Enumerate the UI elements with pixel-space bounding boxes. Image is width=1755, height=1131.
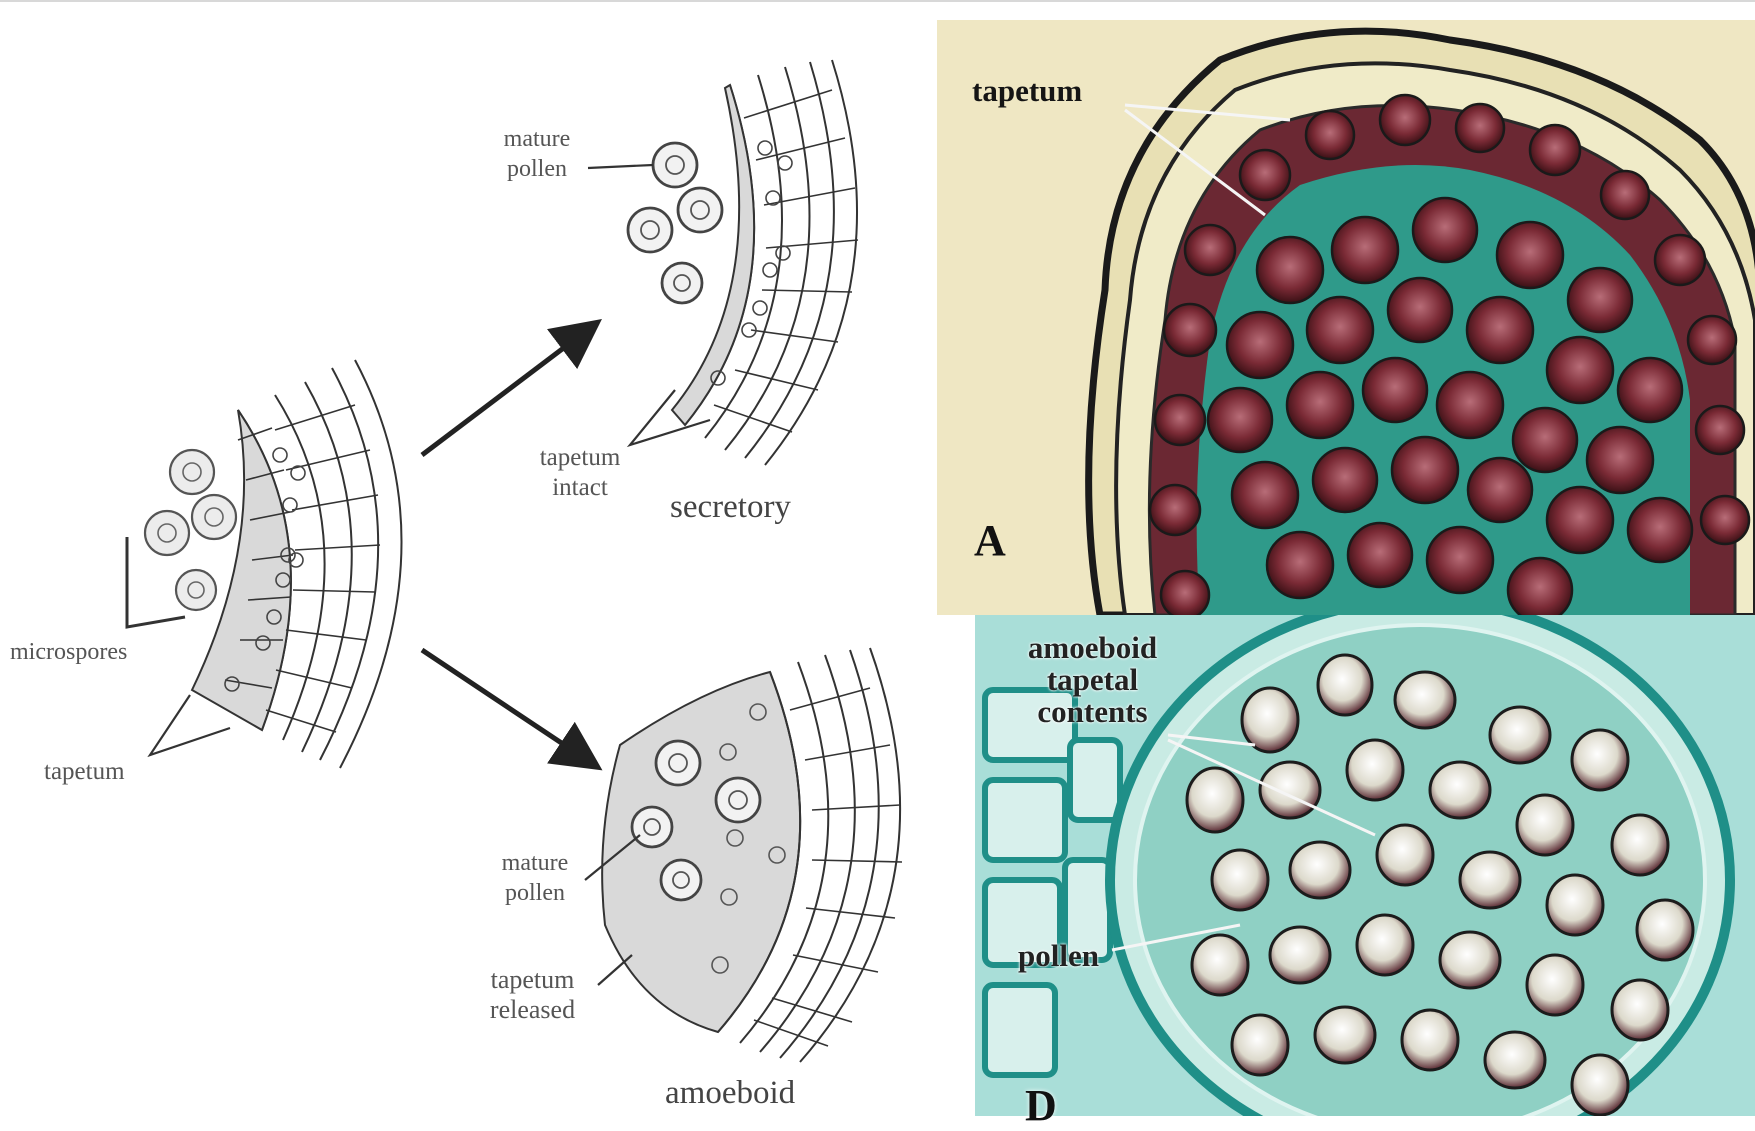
secretory-anther-wall (672, 60, 858, 465)
amoeboid-anther-wall (602, 648, 902, 1062)
amoeboid-label: amoeboid (665, 1078, 795, 1108)
mature-pollen-label-bottom: mature pollen (490, 848, 580, 908)
micrograph-top-panel-letter: A (974, 515, 1006, 566)
micrograph-bottom-pollen (1187, 655, 1693, 1115)
mature-pollen-label-bottom-line2: pollen (490, 878, 580, 908)
tapetum-released-pointer (598, 955, 632, 985)
microspores-label: microspores (10, 637, 127, 667)
tapetum-label-left: tapetum (44, 757, 125, 787)
pollen-pointer-top (588, 165, 653, 168)
mature-pollen-label-top-line1: mature (492, 124, 582, 154)
secretory-label: secretory (670, 492, 791, 522)
micrograph-bottom-pollen-pointer (1112, 925, 1240, 950)
tapetum-intact-label-line1: tapetum (525, 443, 635, 473)
tapetum-released-label-line1: tapetum (470, 965, 595, 995)
micrograph-top-tapetum-pointer-2 (1125, 110, 1265, 215)
tapetum-released-label-line2: released (470, 995, 595, 1025)
micrograph-top-cells (1150, 95, 1749, 622)
micrograph-bottom-amoeboid-label-line3: contents (1005, 696, 1180, 728)
early-anther-wall (192, 360, 402, 768)
tapetum-schematic (0, 0, 940, 1116)
arrow-to-amoeboid (422, 650, 590, 762)
micrograph-bottom-amoeboid-pointer-2 (1168, 740, 1375, 835)
micrograph-bottom-panel-letter: D (1025, 1080, 1057, 1131)
mature-pollen-label-bottom-line1: mature (490, 848, 580, 878)
tapetum-intact-label-line2: intact (525, 473, 635, 503)
micrograph-bottom-amoeboid-label: amoeboid tapetal contents (1005, 632, 1180, 728)
tapetum-intact-label: tapetum intact (525, 443, 635, 503)
micrograph-bottom-amoeboid-label-line1: amoeboid (1005, 632, 1180, 664)
micrograph-top-tapetum-pointer-1 (1125, 105, 1290, 120)
micrograph-bottom-pollen-label: pollen (1018, 940, 1099, 972)
micrograph-top-tapetum-label: tapetum (972, 75, 1082, 107)
mature-pollen-label-top: mature pollen (492, 124, 582, 184)
tapetum-released-label: tapetum released (470, 965, 595, 1025)
mature-pollen-label-top-line2: pollen (492, 154, 582, 184)
arrow-to-secretory (422, 328, 590, 455)
micrograph-bottom-amoeboid-pointer-1 (1168, 735, 1255, 745)
micrograph-bottom-amoeboid-label-line2: tapetal (1005, 664, 1180, 696)
